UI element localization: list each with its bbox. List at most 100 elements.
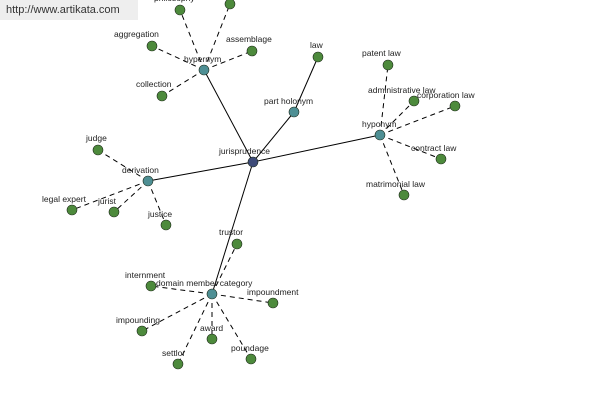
node-domain-member-category[interactable]: domain member category [156,278,253,300]
node-judge[interactable]: judge [85,133,107,156]
node-label-internment: internment [125,270,166,280]
node-jurist[interactable]: jurist [97,196,120,218]
node-label-justice: justice [147,209,172,219]
node-dot-aggregation[interactable] [146,40,158,52]
node-assemblage[interactable]: assemblage [226,34,272,57]
node-impounding[interactable]: impounding [116,315,160,337]
node-dot-jurisprudence[interactable] [247,156,259,168]
node-law[interactable]: law [310,40,324,63]
node-hypernym-top[interactable] [224,0,236,10]
node-label-impoundment: impoundment [247,287,299,297]
node-label-philosophy: philosophy [154,0,195,3]
node-label-matrimonial-law: matrimonial law [366,179,426,189]
node-label-settlor: settlor [162,348,185,358]
node-justice[interactable]: justice [147,209,172,231]
node-dot-philosophy[interactable] [174,4,186,16]
node-dot-impoundment[interactable] [267,297,279,309]
node-label-poundage: poundage [231,343,269,353]
edge-hyponym-to-contract-law [379,134,442,160]
node-dot-internment[interactable] [145,280,157,292]
node-label-assemblage: assemblage [226,34,272,44]
node-jurisprudence[interactable]: jurisprudence [218,146,270,168]
edge-domain-member-category-to-impoundment [211,293,274,304]
edge-hyponym-to-corporation-law [379,105,456,136]
node-dot-trustor[interactable] [231,238,243,250]
node-dot-domain-member-category[interactable] [206,288,218,300]
node-dot-impounding[interactable] [136,325,148,337]
node-dot-derivation[interactable] [142,175,154,187]
node-label-jurisprudence: jurisprudence [218,146,270,156]
node-label-collection: collection [136,79,172,89]
node-dot-assemblage[interactable] [246,45,258,57]
node-legal-expert[interactable]: legal expert [42,194,87,216]
node-dot-corporation-law[interactable] [449,100,461,112]
edge-domain-member-category-to-internment [150,285,213,295]
node-administrative-law[interactable]: administrative law [368,85,436,107]
node-dot-settlor[interactable] [172,358,184,370]
node-label-contract-law: contract law [411,143,457,153]
node-label-administrative-law: administrative law [368,85,436,95]
node-label-hyponym: hyponym [362,119,397,129]
node-dot-part-holonym[interactable] [288,106,300,118]
node-label-aggregation: aggregation [114,29,159,39]
node-impoundment[interactable]: impoundment [247,287,299,309]
node-dot-legal-expert[interactable] [66,204,78,216]
node-dot-administrative-law[interactable] [408,95,420,107]
node-label-derivation: derivation [122,165,159,175]
edge-domain-member-category-to-trustor [211,243,238,295]
node-dot-matrimonial-law[interactable] [398,189,410,201]
node-derivation[interactable]: derivation [122,165,159,187]
node-matrimonial-law[interactable]: matrimonial law [366,179,426,201]
node-dot-award[interactable] [206,333,218,345]
node-dot-justice[interactable] [160,219,172,231]
edge-domain-member-category-to-poundage [211,293,252,360]
node-part-holonym[interactable]: part holonym [264,96,313,118]
node-patent-law[interactable]: patent law [362,48,402,71]
node-label-trustor: trustor [219,227,243,237]
node-dot-contract-law[interactable] [435,153,447,165]
edge-hyponym-to-administrative-law [379,100,415,136]
edge-layer [71,3,456,365]
edge-jurisprudence-to-hypernym [203,69,254,163]
edge-derivation-to-judge [97,149,149,182]
edge-part-holonym-to-law [293,56,319,113]
node-label-legal-expert: legal expert [42,194,87,204]
node-dot-law[interactable] [312,51,324,63]
node-label-corporation-law: corporation law [417,90,476,100]
node-dot-hypernym-top[interactable] [224,0,236,10]
node-corporation-law[interactable]: corporation law [417,90,476,112]
node-dot-collection[interactable] [156,90,168,102]
node-label-part-holonym: part holonym [264,96,313,106]
site-watermark[interactable]: http://www.artikata.com [0,0,138,20]
node-aggregation[interactable]: aggregation [114,29,159,52]
node-dot-jurist[interactable] [108,206,120,218]
edge-jurisprudence-to-domain-member-category [211,161,254,295]
edge-domain-member-category-to-impounding [141,293,213,332]
node-internment[interactable]: internment [125,270,166,292]
node-trustor[interactable]: trustor [219,227,243,250]
node-label-award: award [200,323,223,333]
node-label-impounding: impounding [116,315,160,325]
edge-hypernym-to-aggregation [151,45,205,71]
edge-hyponym-to-patent-law [379,64,389,136]
node-label-jurist: jurist [97,196,117,206]
node-label-hypernym: hypernym [184,54,221,64]
node-dot-judge[interactable] [92,144,104,156]
node-settlor[interactable]: settlor [162,348,185,370]
node-award[interactable]: award [200,323,223,345]
edge-hypernym-to-hypernym-top [203,3,231,71]
node-collection[interactable]: collection [136,79,172,102]
node-dot-poundage[interactable] [245,353,257,365]
node-hypernym[interactable]: hypernym [184,54,221,76]
node-dot-patent-law[interactable] [382,59,394,71]
node-poundage[interactable]: poundage [231,343,269,365]
node-dot-hypernym[interactable] [198,64,210,76]
node-dot-hyponym[interactable] [374,129,386,141]
node-philosophy[interactable]: philosophy [154,0,195,16]
node-contract-law[interactable]: contract law [411,143,457,165]
node-label-judge: judge [85,133,107,143]
node-label-domain-member-category: domain member category [156,278,253,288]
edge-jurisprudence-to-part-holonym [252,111,295,163]
node-hyponym[interactable]: hyponym [362,119,397,141]
